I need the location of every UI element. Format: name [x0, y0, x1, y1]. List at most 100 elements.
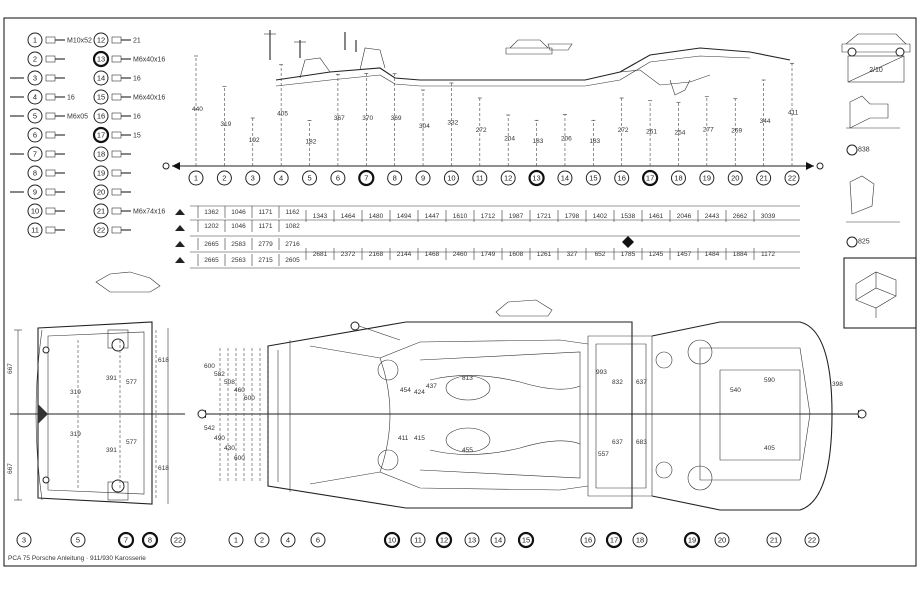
table-cell-row1: 1343: [313, 213, 328, 220]
side-point-circle: [302, 170, 318, 186]
bottom-dim-rear: 405: [764, 445, 775, 452]
bottom-callout-number: 20: [718, 536, 726, 545]
table-cell-row1-start: 1171: [259, 223, 273, 230]
table-cell-row1-start: 1046: [231, 223, 246, 230]
height-value: 344: [760, 118, 771, 125]
bolt-head-icon: [111, 36, 122, 44]
side-point: 14: [557, 170, 573, 186]
table-cell-row3: 1785: [621, 251, 636, 258]
table-cell-row3: 2681: [313, 251, 328, 258]
side-point-number: 8: [393, 174, 397, 183]
bottom-dim-right: 637: [636, 379, 647, 386]
legend-item: 3: [10, 70, 65, 86]
table-cell-row2: 1162: [286, 209, 300, 216]
legend-item: 22: [93, 222, 131, 238]
table-cell-row1: 2046: [677, 213, 692, 220]
legend-number-circle: [92, 50, 110, 68]
table-cell-row1: 1402: [593, 213, 608, 220]
front-callout-number: 5: [76, 536, 80, 545]
bolt-head-icon: [45, 226, 56, 234]
side-point-circle: [641, 169, 659, 187]
legend-number: 7: [27, 146, 43, 162]
bottom-dim-left: 508: [224, 379, 235, 386]
side-point: 11: [472, 170, 488, 186]
table-cell-row3: 1172: [761, 251, 775, 258]
table-cell-row4: 2716: [285, 241, 300, 248]
side-point-circle: [528, 169, 545, 187]
side-point-number: 9: [421, 174, 425, 183]
front-dim-inner: 319: [70, 389, 81, 396]
table-cell-row3: 2144: [397, 251, 412, 258]
front-dim-mid: 391: [106, 447, 117, 454]
legend-number-number: 13: [97, 55, 105, 64]
table-cell-row1: 1610: [453, 213, 468, 220]
row-marker-icon: [175, 225, 185, 231]
table-cell-row3: 1484: [705, 251, 720, 258]
bottom-callout: 2: [254, 532, 270, 548]
legend-number-number: 21: [97, 207, 105, 216]
side-point-circle: [443, 170, 459, 186]
bolt-head-icon: [111, 226, 122, 234]
bottom-callout-circle: [766, 532, 782, 548]
bottom-dim-right: 832: [612, 379, 623, 386]
bottom-callout-number: 2: [260, 536, 264, 545]
axis-box: [843, 257, 917, 329]
bottom-callout: 17: [605, 531, 623, 549]
table-cell-row3: 1261: [537, 251, 552, 258]
side-point-number: 17: [646, 174, 654, 183]
bottom-callout-circle: [410, 532, 426, 548]
height-value: 182: [306, 138, 317, 145]
legend-item: 18: [93, 146, 131, 162]
legend-item: 7: [10, 146, 65, 162]
side-point-number: 20: [731, 174, 739, 183]
legend-number-circle: [93, 70, 109, 86]
bottom-dim-mid: 415: [414, 435, 425, 442]
legend-item: 8: [27, 165, 65, 181]
legend-number-circle: [93, 108, 109, 124]
side-point: 2: [216, 170, 232, 186]
legend-number: 10: [27, 203, 43, 219]
height-value: 254: [674, 129, 685, 136]
bottom-dim-left: 460: [234, 387, 245, 394]
legend-number: 12: [93, 32, 109, 48]
table-cell-row3-start: 2605: [285, 257, 300, 264]
legend-number-circle: [27, 70, 43, 86]
side-point-number: 19: [703, 174, 711, 183]
side-point-number: 18: [674, 174, 682, 183]
legend-number-circle: [93, 89, 109, 105]
height-value: 367: [334, 115, 345, 122]
side-point-number: 10: [447, 174, 455, 183]
table-cell-row1: 1447: [425, 213, 440, 220]
side-point: 19: [699, 170, 715, 186]
front-callout-number: 22: [174, 536, 182, 545]
bottom-dim-mid: 813: [462, 375, 473, 382]
bottom-callout-number: 19: [688, 536, 696, 545]
legend-spec: M6x40x16: [133, 95, 165, 102]
side-point-number: 3: [251, 174, 255, 183]
height-value: 405: [277, 110, 288, 117]
table-cell-row3: 2460: [453, 251, 468, 258]
legend-number-circle: [93, 165, 109, 181]
bottom-callout: 11: [410, 532, 426, 548]
legend-number-circle: [27, 108, 43, 124]
bottom-dim-right: 637: [612, 439, 623, 446]
legend-item: 20: [93, 184, 131, 200]
bottom-callout-circle: [280, 532, 296, 548]
bottom-dim-mid: 454: [400, 387, 411, 394]
bottom-dim-left: 542: [204, 425, 215, 432]
table-cell-row2: 1171: [259, 209, 273, 216]
legend-number-number: 12: [97, 36, 105, 45]
side-point-circle: [500, 170, 516, 186]
legend-spec: 15: [133, 133, 141, 140]
legend-item: 10: [27, 203, 65, 219]
bolt-head-icon: [111, 55, 122, 63]
legend-number-circle: [27, 146, 43, 162]
height-value: 206: [561, 135, 572, 142]
